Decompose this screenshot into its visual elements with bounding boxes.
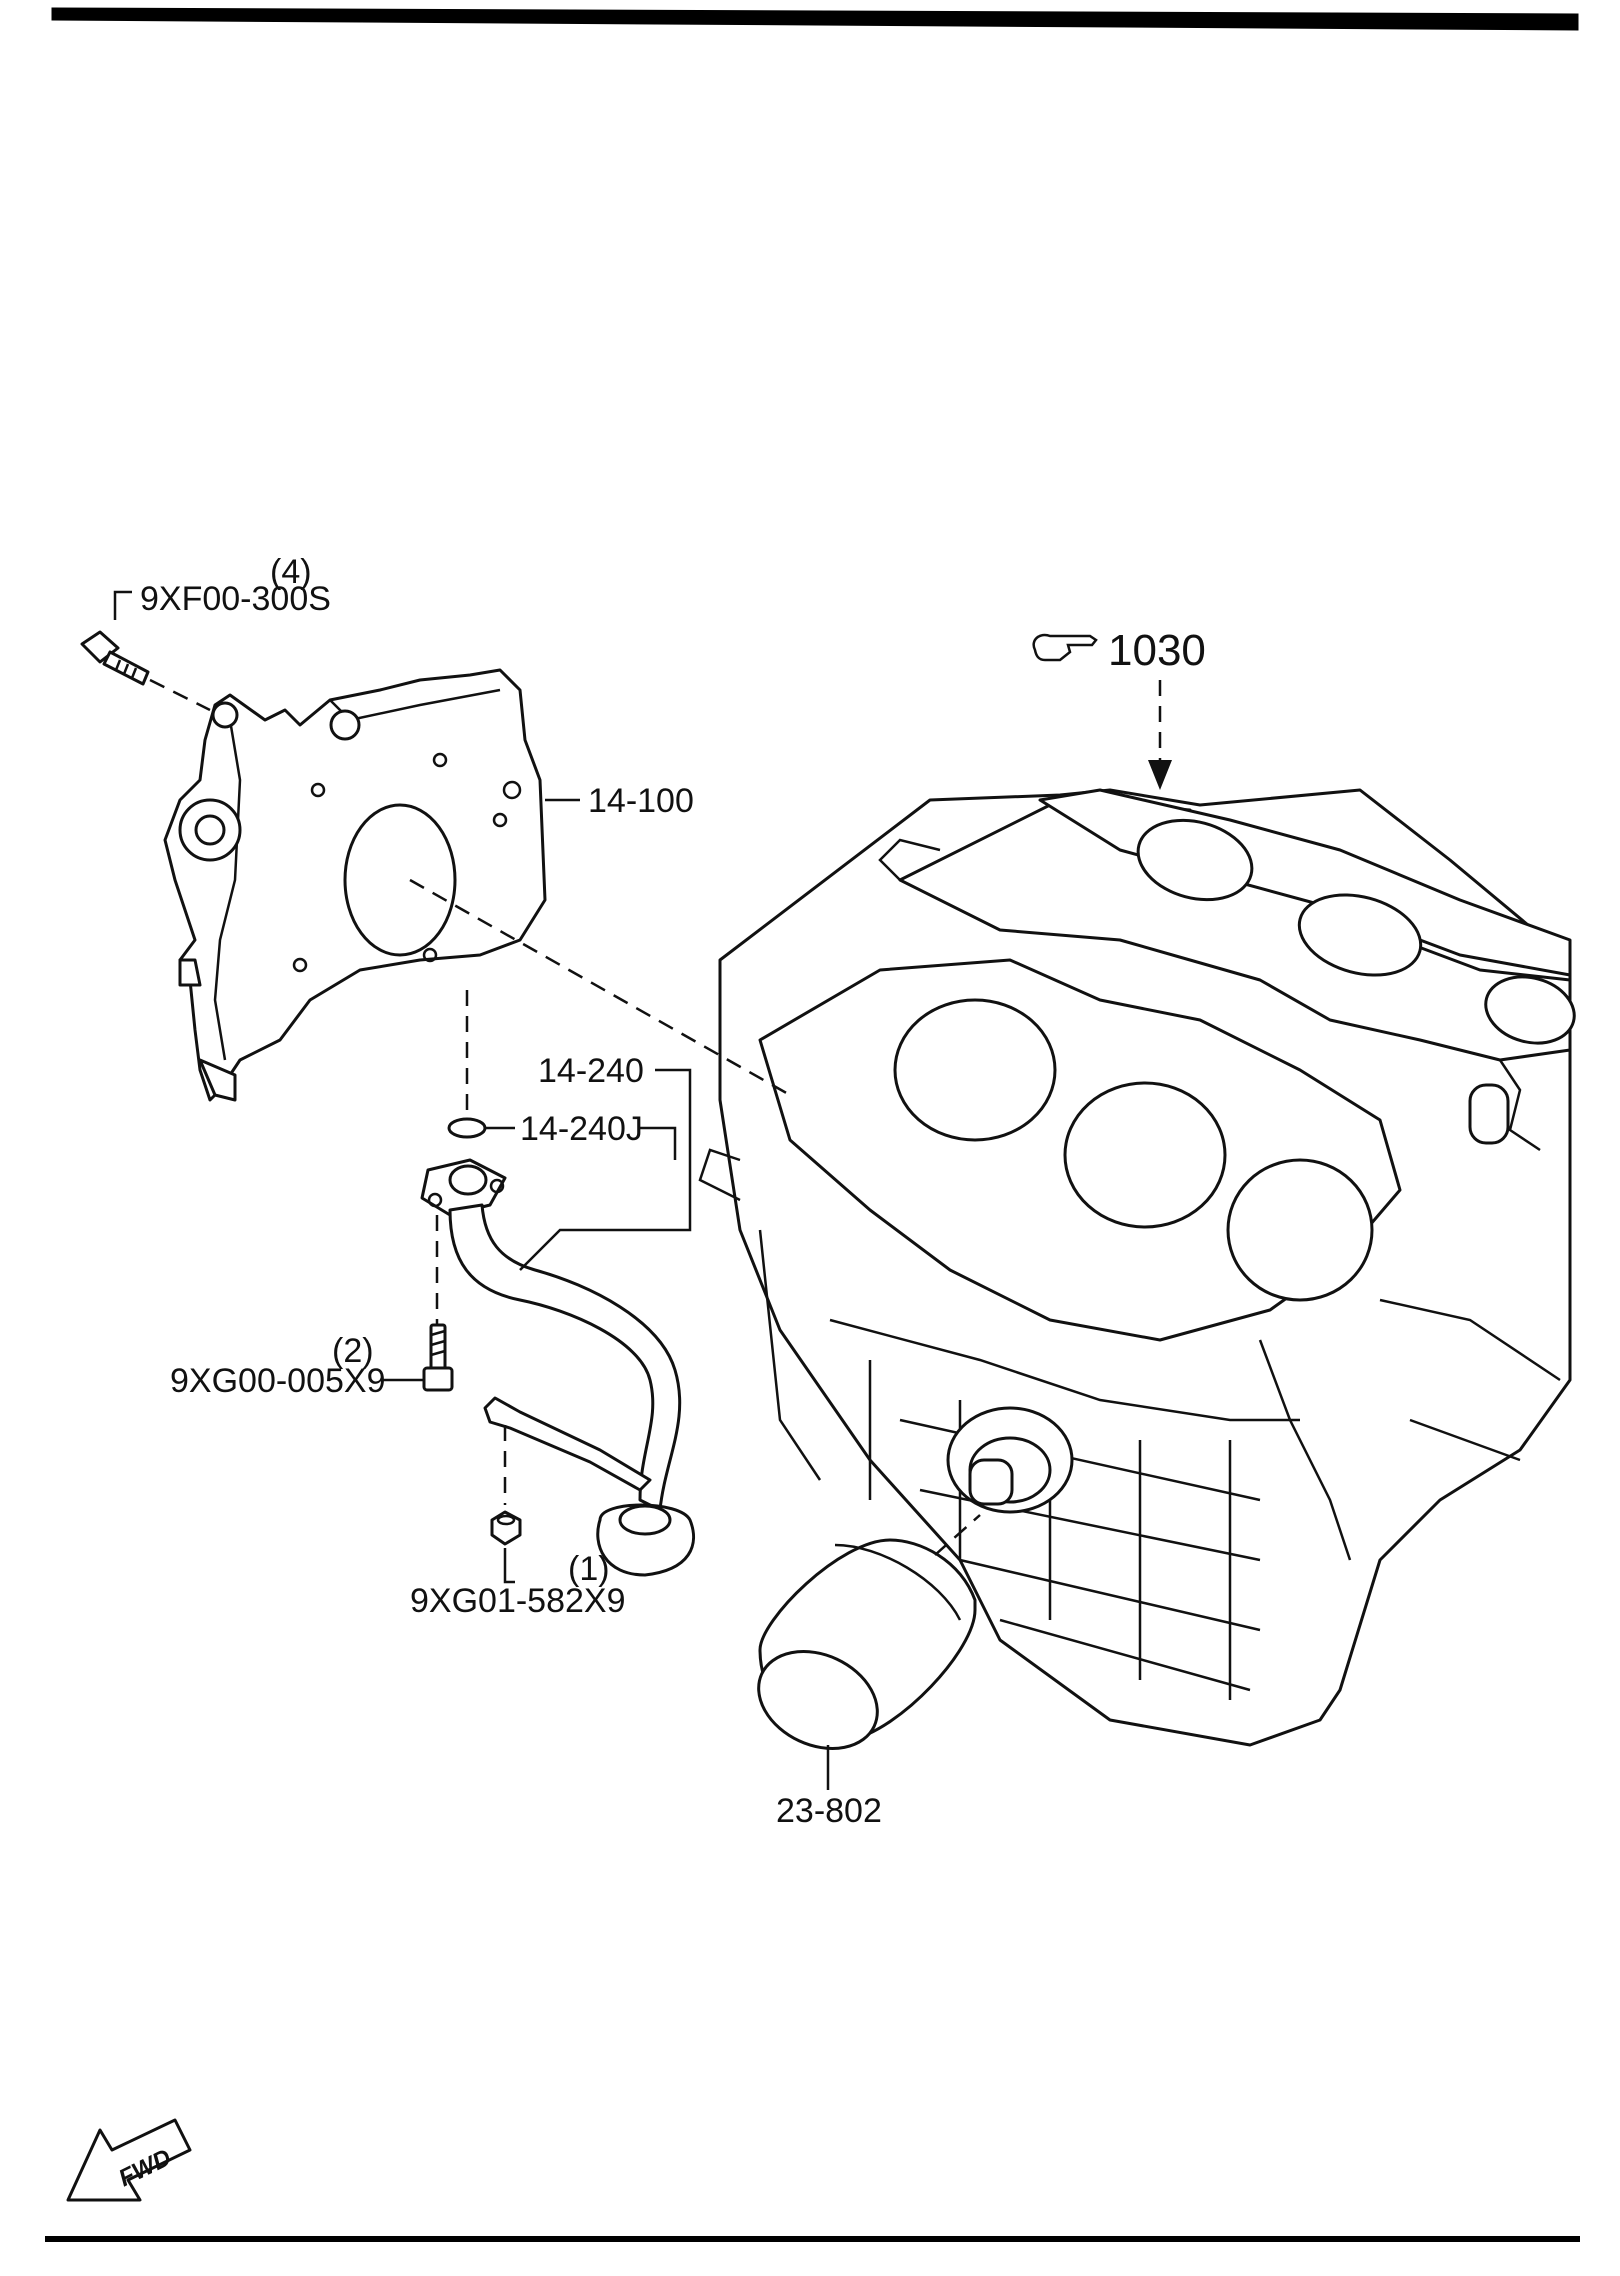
oil-filter-number: 23-802 [776,1792,882,1830]
bolt-strainer [422,1323,454,1392]
nut-qty: (1) [568,1550,610,1588]
bolt-top-guide [149,678,211,712]
bolt-top-qty: (4) [270,553,312,591]
bolt-top-number: 9XF00-300S [140,580,331,618]
leader-bolt-top [113,590,132,620]
bolt-strainer-number: 9XG00-005X9 [170,1362,386,1400]
fwd-arrow-icon: FWD [66,2118,192,2202]
front-cover-number: 14-100 [588,782,694,820]
leader-strainer [519,1068,692,1271]
oil-filter [757,1538,977,1750]
nut-number: 9XG01-582X9 [410,1582,626,1620]
leader-gasket-bracket [638,1126,677,1160]
gasket-number: 14-240J [520,1110,643,1148]
oil-strainer [420,1158,695,1577]
filter-guide [934,1514,981,1556]
nut-strainer [490,1510,522,1546]
cover-to-block-guide [409,878,791,1097]
block-ref-number: 1030 [1108,626,1206,675]
oil-strainer-number: 14-240 [538,1052,644,1090]
block-ref-arrow [1148,760,1172,790]
engine-block [698,788,1576,1747]
gasket-o-ring [447,1117,487,1139]
bottom-rule [45,2236,1580,2242]
top-rule [51,7,1579,31]
leader-nut [503,1548,515,1584]
pointing-hand-icon [1032,633,1098,662]
bolt-top [80,630,150,686]
front-cover [163,668,547,1102]
bolt-strainer-qty: (2) [332,1332,374,1370]
